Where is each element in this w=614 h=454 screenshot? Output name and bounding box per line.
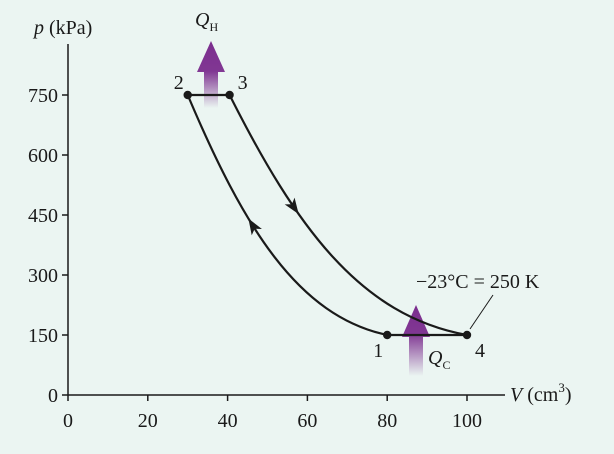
state-point-4 bbox=[462, 330, 472, 340]
x-tick-label: 80 bbox=[377, 410, 397, 432]
state-point-label: 3 bbox=[238, 72, 248, 94]
arrowhead bbox=[284, 197, 299, 215]
y-tick-label: 450 bbox=[28, 205, 58, 227]
process-1-2 bbox=[186, 94, 388, 337]
y-tick-label: 750 bbox=[28, 85, 58, 107]
direction-arrow-1-2 bbox=[248, 218, 262, 236]
y-axis-unit: (kPa) bbox=[49, 17, 92, 39]
qc-label-q: Q bbox=[428, 347, 443, 369]
y-ticks: 0 150 300 450 600 750 bbox=[28, 85, 68, 407]
x-axis-unit-close: ) bbox=[565, 384, 572, 406]
y-axis-label: p(kPa) bbox=[32, 17, 92, 39]
process-3-4 bbox=[228, 94, 468, 337]
arrowhead bbox=[248, 218, 262, 236]
x-axis-var: V bbox=[510, 384, 525, 406]
x-tick-label: 100 bbox=[452, 410, 482, 432]
y-tick-label: 300 bbox=[28, 265, 58, 287]
qh-label-sub: H bbox=[209, 20, 218, 34]
x-tick-label: 0 bbox=[63, 410, 73, 432]
state-point-1 bbox=[383, 330, 392, 340]
qc-label-sub: C bbox=[442, 358, 450, 372]
x-ticks: 0 20 40 60 80 100 bbox=[63, 395, 482, 432]
state-points: 1 2 3 4 bbox=[174, 72, 485, 362]
process-curves bbox=[186, 93, 468, 337]
state-point-3 bbox=[225, 90, 234, 100]
direction-arrows bbox=[248, 197, 299, 236]
y-tick-label: 150 bbox=[28, 325, 58, 347]
direction-arrow-3-4 bbox=[284, 197, 299, 215]
qc-label: QC bbox=[428, 347, 450, 372]
qc-heat-arrow bbox=[402, 305, 430, 376]
y-tick-label: 600 bbox=[28, 145, 58, 167]
state-point-2 bbox=[183, 90, 192, 100]
annotation-leader-line bbox=[469, 294, 494, 330]
state-point-label: 1 bbox=[373, 340, 383, 362]
qh-label-q: Q bbox=[195, 9, 210, 31]
state-point-label: 2 bbox=[174, 72, 184, 94]
qh-label: QH bbox=[195, 9, 218, 34]
state-point-label: 4 bbox=[475, 340, 485, 362]
qh-heat-arrow bbox=[197, 41, 225, 108]
x-axis-label: V(cm3) bbox=[510, 380, 571, 406]
y-axis-var: p bbox=[32, 17, 44, 39]
x-tick-label: 40 bbox=[218, 410, 238, 432]
x-tick-label: 20 bbox=[138, 410, 158, 432]
x-axis-unit: (cm bbox=[527, 384, 559, 406]
x-tick-label: 60 bbox=[297, 410, 317, 432]
y-tick-label: 0 bbox=[48, 385, 58, 407]
temperature-annotation: −23°C = 250 K bbox=[416, 271, 540, 293]
x-axis-unit-sup: 3 bbox=[558, 380, 565, 395]
